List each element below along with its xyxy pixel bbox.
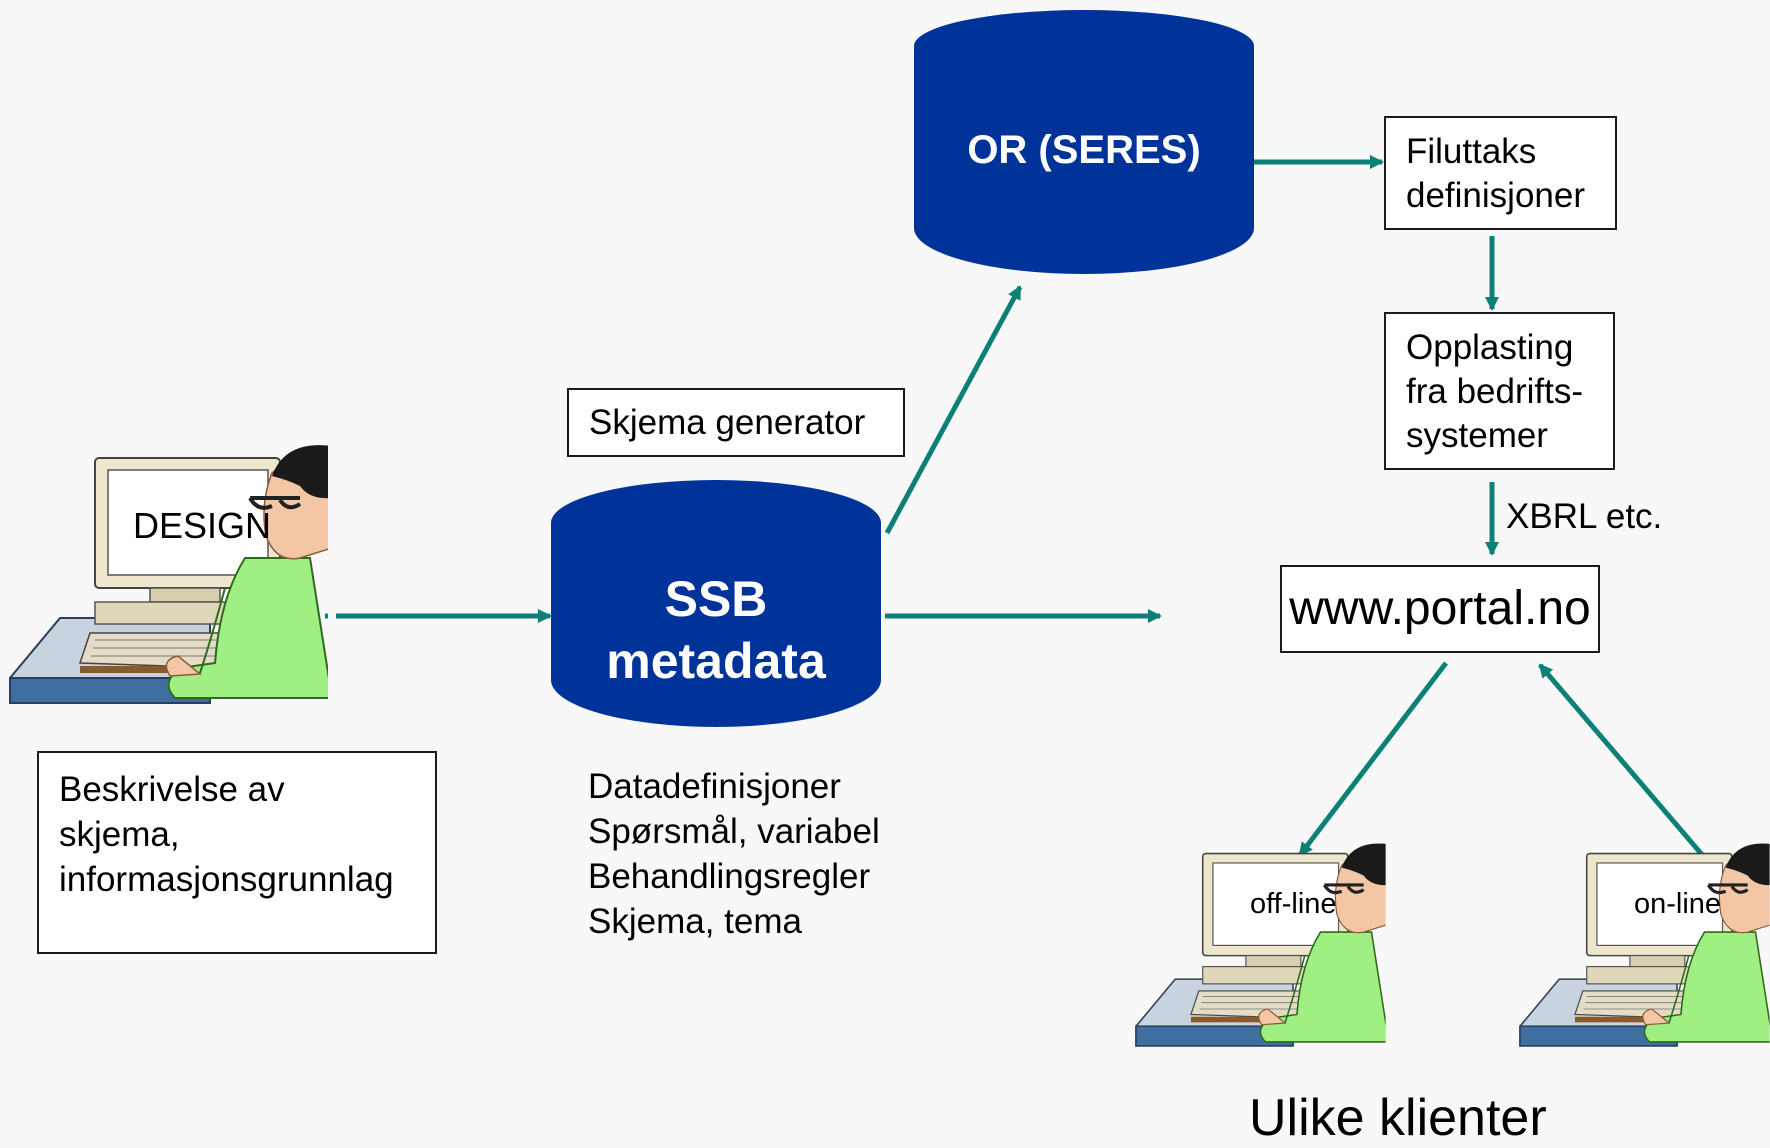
opplasting-box: Opplasting fra bedrifts- systemer: [1384, 312, 1615, 470]
ulike-klienter-label: Ulike klienter: [1249, 1089, 1547, 1147]
datadef-line: Skjema, tema: [588, 902, 802, 941]
datadef-line: Behandlingsregler: [588, 857, 871, 896]
filuttak-line: Filuttaks: [1406, 132, 1537, 171]
filuttak-line: definisjoner: [1406, 176, 1585, 215]
beskrivelse-box: Beskrivelse av skjema, informasjonsgrunn…: [37, 751, 437, 954]
ssb-metadata-label: SSB metadata: [551, 568, 881, 692]
datadef-line: Spørsmål, variabel: [588, 812, 880, 851]
opplasting-line: Opplasting: [1406, 328, 1574, 367]
offline-client-workstation: [1134, 828, 1394, 1060]
design-screen-label: DESIGN: [133, 505, 272, 546]
portal-box: www.portal.no: [1280, 565, 1600, 653]
offline-screen-label: off-line: [1250, 888, 1337, 920]
skjema-generator-box: Skjema generator: [567, 388, 905, 457]
datadef-line: Datadefinisjoner: [588, 767, 841, 806]
opplasting-line: systemer: [1406, 416, 1548, 455]
beskrivelse-line: Beskrivelse av: [59, 770, 285, 809]
arrow-portal-to-offline: [1298, 661, 1448, 857]
beskrivelse-line: informasjonsgrunnlag: [59, 860, 394, 899]
or-seres-label: OR (SERES): [967, 128, 1201, 172]
design-workstation: [8, 426, 338, 720]
arrow-ssb-to-or: [884, 285, 1023, 535]
online-client-workstation: [1518, 828, 1770, 1060]
database-ssb-metadata: [551, 480, 881, 727]
xbrl-label: XBRL etc.: [1506, 497, 1663, 536]
ssb-label-line: SSB: [664, 571, 768, 627]
datadefinisjoner-text: Datadefinisjoner Spørsmål, variabel Beha…: [588, 764, 880, 944]
arrow-online-to-portal: [1538, 663, 1706, 859]
database-or-seres: [914, 10, 1254, 274]
beskrivelse-line: skjema,: [59, 815, 180, 854]
ssb-label-line: metadata: [606, 633, 826, 689]
online-screen-label: on-line: [1634, 888, 1722, 920]
opplasting-line: fra bedrifts-: [1406, 372, 1583, 411]
filuttak-definisjoner-box: Filuttaks definisjoner: [1384, 116, 1617, 230]
